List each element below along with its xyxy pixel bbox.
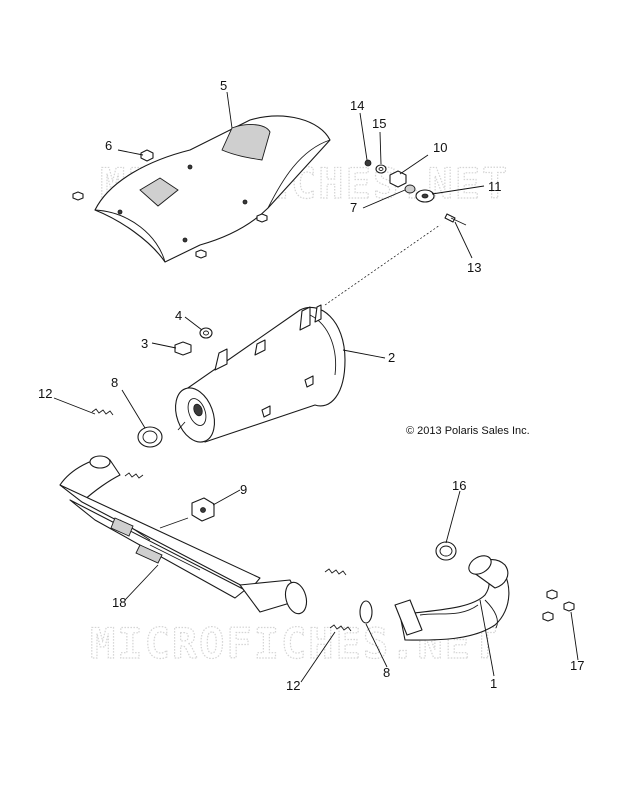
callout-4: 4 — [175, 308, 182, 323]
callout-1: 1 — [490, 676, 497, 691]
callout-5: 5 — [220, 78, 227, 93]
callout-10: 10 — [433, 140, 447, 155]
muffler — [175, 304, 346, 443]
callout-18: 18 — [112, 595, 126, 610]
callout-8-lower: 8 — [383, 665, 390, 680]
callout-3: 3 — [141, 336, 148, 351]
callout-11: 11 — [488, 179, 502, 194]
exhaust-spring-lower — [324, 568, 352, 632]
exhaust-spring-upper — [91, 408, 114, 416]
callout-13: 13 — [467, 260, 481, 275]
copyright-notice: © 2013 Polaris Sales Inc. — [406, 425, 530, 437]
header-pipe — [394, 555, 510, 641]
callout-17: 17 — [570, 658, 584, 673]
callout-15: 15 — [372, 116, 386, 131]
gasket-lower — [359, 600, 373, 624]
callout-14: 14 — [350, 98, 364, 113]
callout-9: 9 — [240, 482, 247, 497]
gasket-upper — [137, 426, 163, 448]
heat-shield — [94, 115, 331, 263]
muffler-mount-hardware — [364, 159, 467, 226]
exhaust-seal — [435, 541, 457, 561]
muffler-bolt — [174, 341, 192, 356]
muffler-washer — [199, 327, 213, 339]
callout-12-lower: 12 — [286, 678, 300, 693]
leader-lines — [53, 91, 579, 683]
exhaust-spring-mid — [124, 472, 144, 479]
callout-12-upper: 12 — [38, 386, 52, 401]
callout-16: 16 — [452, 478, 466, 493]
callout-8-upper: 8 — [111, 375, 118, 390]
callout-2: 2 — [388, 350, 395, 365]
callout-6: 6 — [105, 138, 112, 153]
callout-7: 7 — [350, 200, 357, 215]
header-bolts — [542, 589, 575, 622]
mid-pipe — [59, 455, 308, 615]
shield-screws — [72, 149, 268, 259]
